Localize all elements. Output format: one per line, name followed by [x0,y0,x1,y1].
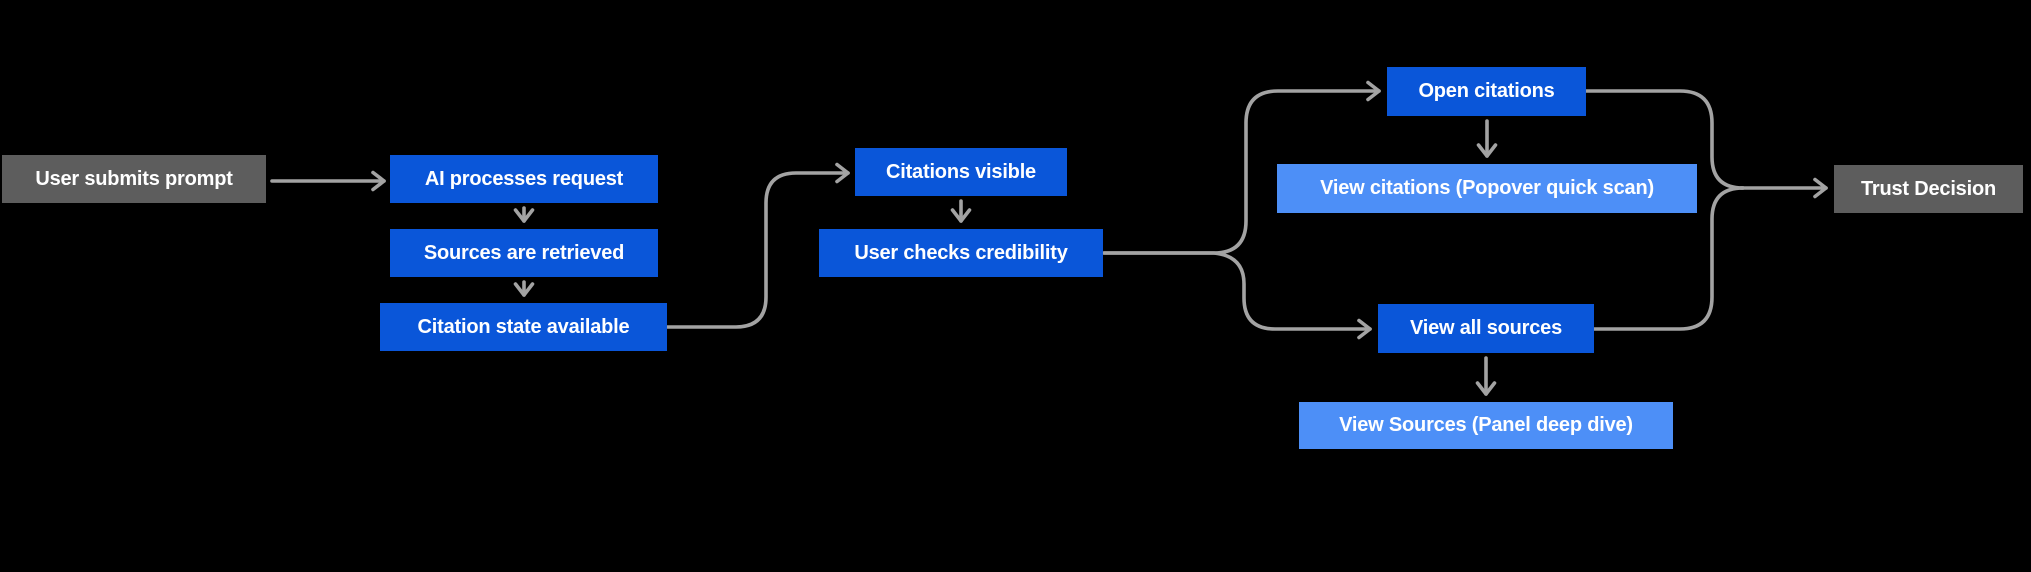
edge-citation-state-to-citations-visible [665,162,850,329]
node-label: Citation state available [417,315,630,338]
node-label: Sources are retrieved [423,241,625,264]
node-view-all-sources: View all sources [1378,304,1594,353]
node-ai-processes-request: AI processes request [390,155,658,203]
node-citations-visible: Citations visible [855,148,1067,196]
node-label: Open citations [1418,80,1555,102]
node-label: View Sources (Panel deep dive) [1339,414,1633,436]
edge-user-checks-to-open-citations [1102,80,1381,255]
node-open-citations: Open citations [1387,67,1586,116]
node-label: Trust Decision [1860,177,1996,200]
node-trust-decision: Trust Decision [1834,165,2023,213]
edge-view-all-sources-to-merge [1592,186,1745,331]
node-label: View all sources [1409,317,1563,339]
node-user-checks-credibility: User checks credibility [819,229,1103,277]
node-sources-are-retrieved: Sources are retrieved [390,229,658,277]
node-view-sources-panel: View Sources (Panel deep dive) [1299,402,1673,449]
node-user-submits-prompt: User submits prompt [2,155,266,203]
node-label: User submits prompt [35,167,233,190]
node-label: User checks credibility [854,241,1068,264]
node-label: Citations visible [886,160,1036,183]
edge-user-checks-to-view-all-sources [1102,251,1372,340]
node-citation-state-available: Citation state available [380,303,667,351]
edge-open-citations-to-merge [1584,89,1745,190]
node-label: AI processes request [424,167,624,190]
node-label: View citations (Popover quick scan) [1320,177,1654,199]
node-view-citations-popover: View citations (Popover quick scan) [1277,164,1697,213]
